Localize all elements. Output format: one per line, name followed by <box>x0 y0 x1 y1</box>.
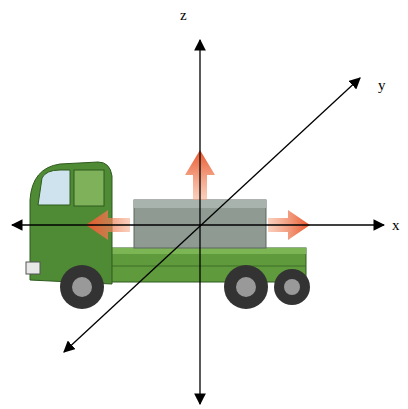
y-axis <box>64 78 360 352</box>
axis-label: y <box>378 78 386 93</box>
z-axis <box>199 40 200 404</box>
truck <box>26 162 310 309</box>
x-axis <box>12 224 384 225</box>
axis-label: z <box>180 8 187 23</box>
axis-label: x <box>392 218 400 233</box>
